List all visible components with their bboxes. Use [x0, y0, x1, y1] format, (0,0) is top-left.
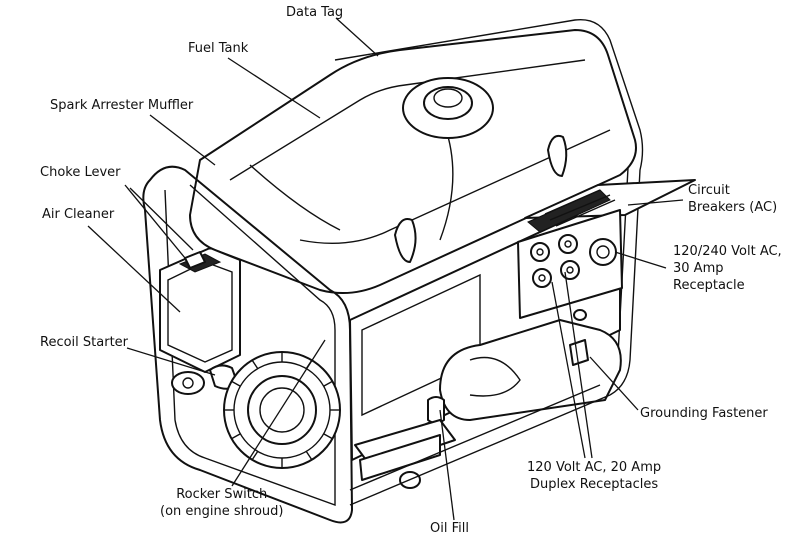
duplex-receptacle-3 — [532, 268, 552, 288]
label-choke-lever: Choke Lever — [40, 165, 121, 180]
label-rocker-switch-line1: Rocker Switch — [176, 487, 268, 502]
air-cleaner — [159, 247, 241, 373]
label-fuel-tank: Fuel Tank — [188, 41, 249, 56]
label-receptacle-line2: 30 Amp — [673, 261, 724, 276]
frame-foot-left — [171, 371, 205, 395]
label-air-cleaner: Air Cleaner — [42, 207, 115, 222]
leader-lines — [87, 17, 684, 521]
label-grounding-fastener: Grounding Fastener — [640, 406, 768, 421]
label-breakers-line2: Breakers (AC) — [688, 200, 778, 215]
label-receptacle-line1: 120/240 Volt AC, — [673, 244, 782, 259]
label-oil-fill: Oil Fill — [430, 521, 469, 536]
recoil-starter — [223, 351, 341, 469]
label-receptacle-line3: Receptacle — [673, 278, 745, 293]
label-duplex-line1: 120 Volt AC, 20 Amp — [527, 460, 662, 475]
label-breakers-line1: Circuit — [688, 183, 730, 198]
grounding-fastener — [573, 309, 587, 321]
label-circuit-breakers: Circuit Breakers (AC) — [688, 182, 777, 216]
fuel-cap — [423, 86, 473, 120]
label-rocker-switch-line2: (on engine shroud) — [160, 504, 284, 519]
label-data-tag: Data Tag — [286, 5, 344, 20]
duplex-receptacle-1 — [530, 242, 550, 262]
label-spark-arrester-muffler: Spark Arrester Muffler — [50, 98, 194, 113]
label-rocker-switch: Rocker Switch (on engine shroud) — [160, 486, 283, 520]
twist-lock-receptacle — [589, 238, 617, 266]
label-duplex-line2: Duplex Receptacles — [529, 477, 659, 492]
choke-lever — [184, 251, 206, 269]
label-duplex-receptacles: 120 Volt AC, 20 Amp Duplex Receptacles — [527, 459, 661, 493]
label-recoil-starter: Recoil Starter — [40, 335, 129, 350]
frame-rear — [334, 18, 644, 396]
duplex-receptacle-4 — [560, 260, 580, 280]
duplex-receptacle-2 — [558, 234, 578, 254]
label-120-240-receptacle: 120/240 Volt AC, 30 Amp Receptacle — [673, 243, 782, 294]
